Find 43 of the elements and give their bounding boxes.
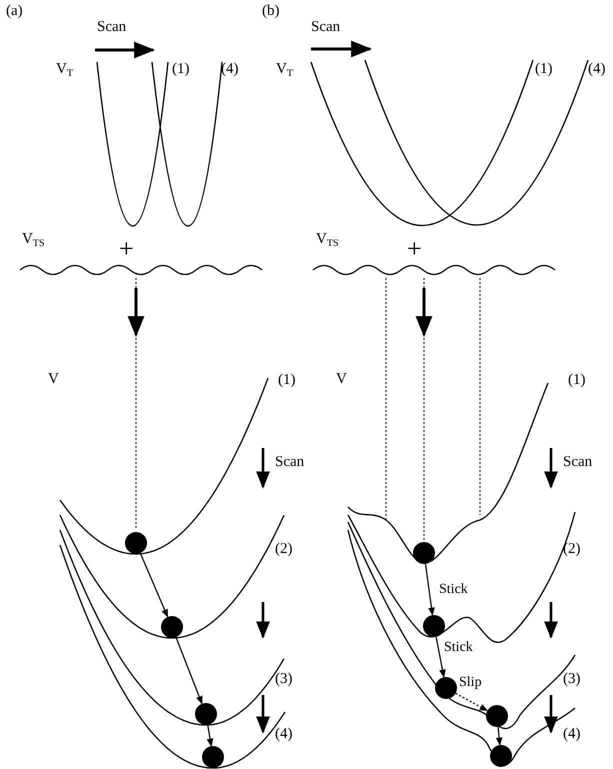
ball: [486, 705, 508, 727]
potential-label: V: [48, 372, 59, 387]
ball: [423, 615, 445, 637]
ball: [435, 677, 457, 699]
ball: [125, 532, 147, 554]
curve-number: (4): [221, 62, 238, 77]
potential-label: V$_{TS}$: [316, 232, 339, 249]
ball: [161, 616, 183, 638]
curve-number: (1): [568, 373, 586, 388]
scan-label: Scan: [311, 20, 340, 35]
arrow: [436, 636, 446, 678]
curve-number: (1): [535, 62, 552, 77]
scan-label: Scan: [275, 455, 304, 470]
panel-label: (b): [262, 4, 280, 19]
curve-number: (3): [275, 672, 292, 687]
curve-number: (1): [172, 62, 190, 77]
arrow: [175, 637, 203, 705]
potential-label: V$_{T}$: [56, 62, 73, 79]
curve-number: (1): [278, 373, 296, 388]
potential-label: V$_{TS}$: [22, 232, 45, 249]
arrow: [496, 726, 502, 746]
arrow: [424, 564, 435, 616]
curve-number: (2): [275, 542, 292, 557]
arrow: [140, 552, 168, 618]
potential-label: V$_{T}$: [276, 62, 293, 79]
curve-number: (2): [563, 542, 580, 557]
scan-label: Scan: [97, 20, 126, 35]
ball: [490, 745, 512, 767]
ball: [413, 542, 435, 564]
scan-label: Scan: [563, 455, 592, 470]
ball: [195, 703, 217, 725]
curve-number: (4): [275, 727, 292, 742]
curve-number: (4): [588, 62, 606, 77]
curve-number: (4): [563, 727, 580, 742]
arrow: [455, 692, 488, 712]
panel-label: (a): [6, 4, 23, 19]
edge-label: Slip: [458, 676, 483, 690]
tip-position-mark: +: [407, 236, 422, 262]
arrow: [206, 724, 214, 747]
potential-label: V: [336, 372, 347, 387]
curve-number: (3): [563, 672, 580, 687]
ball: [202, 746, 224, 768]
tip-position-mark: +: [119, 236, 134, 262]
